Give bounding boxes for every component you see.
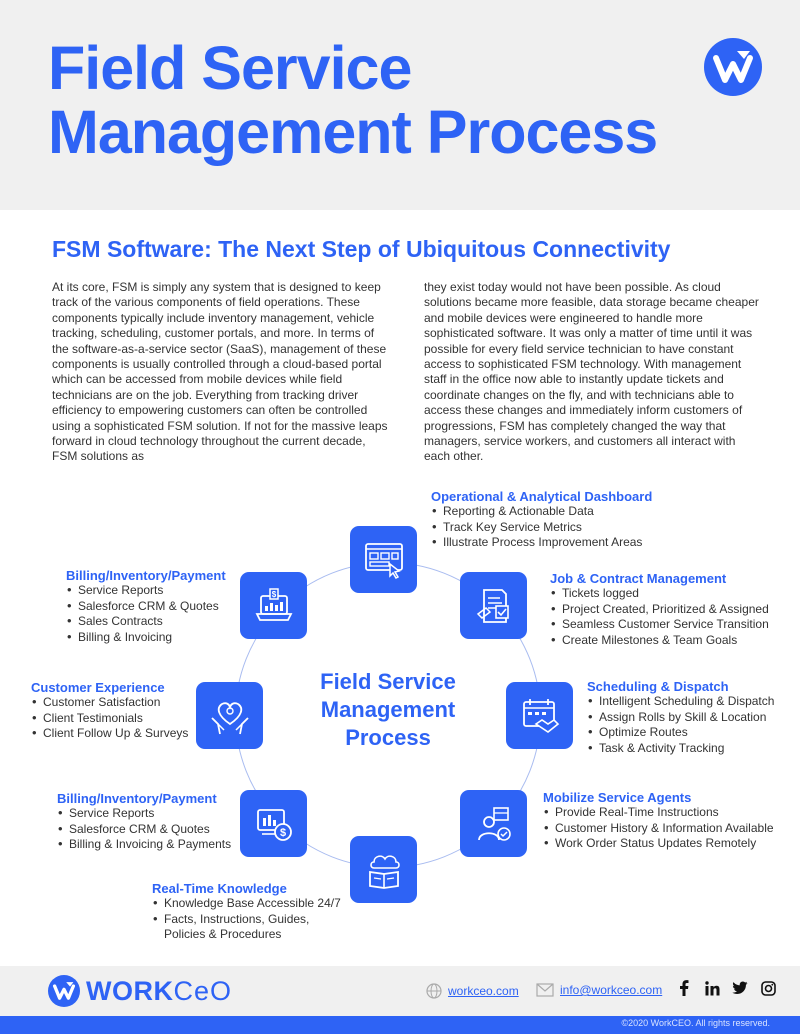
section-subtitle: FSM Software: The Next Step of Ubiquitou… (52, 236, 671, 262)
footer: WORKCeO workceo.com info@workceo.com (0, 966, 800, 1016)
laptop-billing-icon: $ (255, 587, 292, 621)
block-billing-lower: Billing/Inventory/Payment Service Report… (57, 792, 231, 853)
block-billing-upper: Billing/Inventory/Payment Service Report… (66, 569, 226, 645)
node-scheduling (506, 682, 573, 749)
block-scheduling-dispatch: Scheduling & Dispatch Intelligent Schedu… (587, 680, 774, 756)
knowledge-book-icon (368, 854, 400, 889)
globe-icon (426, 983, 442, 999)
mail-icon (536, 983, 554, 997)
website-link[interactable]: workceo.com (426, 983, 519, 999)
page-title: Field Service Management Process (48, 34, 658, 166)
brand-logo[interactable]: WORKCeO (48, 975, 232, 1007)
facebook-icon[interactable] (676, 980, 692, 996)
customer-heart-icon (210, 701, 249, 734)
email-link[interactable]: info@workceo.com (536, 983, 662, 997)
twitter-icon[interactable] (732, 980, 748, 996)
node-knowledge (350, 836, 417, 903)
node-customer-experience (196, 682, 263, 749)
instagram-icon[interactable] (760, 980, 776, 996)
body-text-right: they exist today would not have been pos… (424, 280, 759, 464)
copyright-text: ©2020 WorkCEO. All rights reserved. (621, 1018, 770, 1028)
diagram-center-title: Field Service Management Process (320, 669, 456, 750)
node-laptop-billing: $ (240, 572, 307, 639)
brand-wordmark: WORKCeO (86, 975, 233, 1006)
bottom-bar: ©2020 WorkCEO. All rights reserved. (0, 1016, 800, 1034)
block-job-contract: Job & Contract Management Tickets logged… (550, 572, 769, 648)
workceo-logo-icon (48, 975, 80, 1007)
node-contract (460, 572, 527, 639)
svg-text:$: $ (271, 590, 276, 599)
block-operational-dashboard: Operational & Analytical Dashboard Repor… (431, 490, 652, 551)
block-mobilize-agents: Mobilize Service Agents Provide Real-Tim… (543, 791, 774, 852)
node-dashboard (350, 526, 417, 593)
workceo-logo-icon (704, 38, 762, 96)
node-service-agent (460, 790, 527, 857)
contract-icon (476, 588, 509, 623)
block-realtime-knowledge: Real-Time Knowledge Knowledge Base Acces… (152, 882, 341, 943)
dashboard-icon (364, 542, 403, 579)
service-agent-icon (477, 806, 511, 841)
svg-text:$: $ (279, 827, 285, 839)
social-links (676, 980, 776, 996)
node-billing-payment: $ (240, 790, 307, 857)
linkedin-icon[interactable] (704, 980, 720, 996)
scheduling-icon (522, 698, 559, 733)
billing-payment-icon: $ (256, 808, 292, 841)
header-band: Field Service Management Process (0, 0, 800, 210)
block-customer-experience: Customer Experience Customer Satisfactio… (31, 681, 188, 742)
body-text-left: At its core, FSM is simply any system th… (52, 280, 388, 464)
